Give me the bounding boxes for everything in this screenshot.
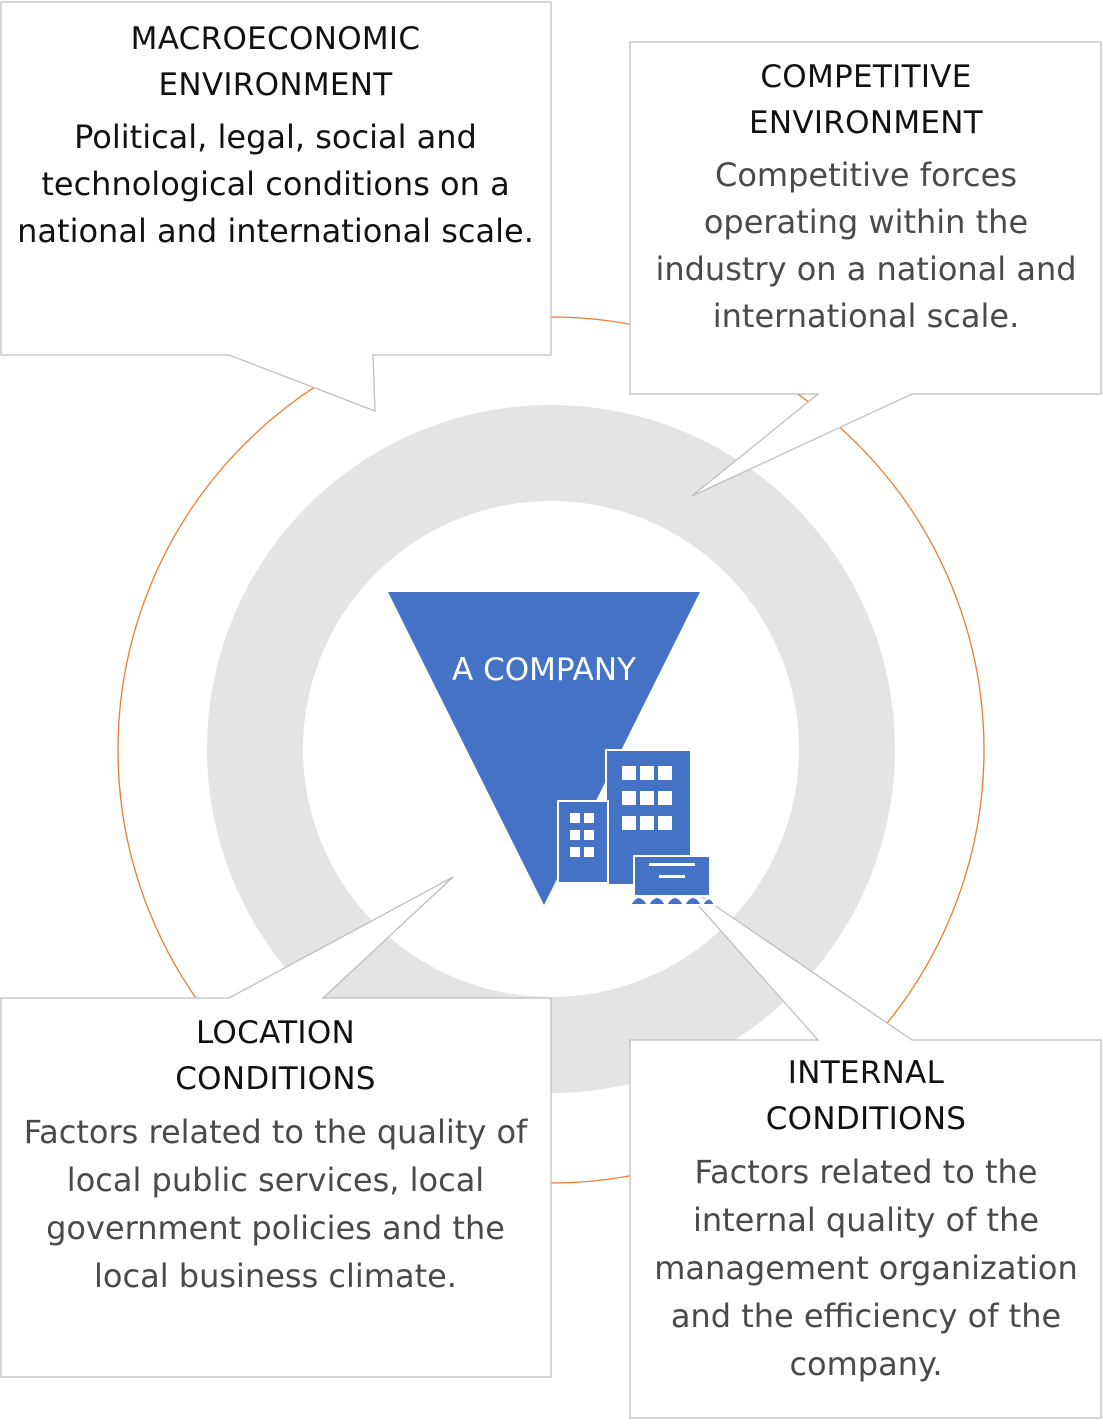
competitive-description: Competitive forces operating within the … [630,152,1102,340]
competitive-title: COMPETITIVE ENVIRONMENT [630,54,1102,146]
body-line: operating within the [703,203,1029,241]
company-label: A COMPANY [452,652,636,688]
body-line: Factors related to the [694,1153,1038,1191]
body-line: and the efficiency of the [670,1297,1062,1335]
title-line: INTERNAL [787,1055,945,1091]
body-line: government policies and the [46,1209,505,1247]
title-line: CONDITIONS [175,1061,376,1097]
title-line: MACROECONOMIC [130,21,421,57]
title-line: ENVIRONMENT [158,67,393,103]
body-line: technological conditions on a [41,165,510,203]
body-line: internal quality of the [692,1201,1040,1239]
office-buildings-icon [557,749,717,908]
body-line: national and international scale. [17,212,534,250]
competitive-environment-box: COMPETITIVE ENVIRONMENT Competitive forc… [630,54,1102,340]
body-line: local public services, local [66,1161,485,1199]
location-callout-shape [0,876,552,1378]
title-line: ENVIRONMENT [748,105,983,141]
body-line: Political, legal, social and [74,118,477,156]
body-line: company. [789,1345,943,1383]
macro-callout-shape [0,1,552,412]
body-line: Factors related to the quality of [23,1113,528,1151]
internal-conditions-box: INTERNAL CONDITIONS Factors related to t… [630,1050,1102,1388]
internal-description: Factors related to the internal quality … [630,1148,1102,1388]
internal-title: INTERNAL CONDITIONS [630,1050,1102,1142]
title-line: LOCATION [195,1015,356,1051]
location-description: Factors related to the quality of local … [0,1108,551,1300]
title-line: CONDITIONS [765,1101,967,1137]
internal-callout-shape [629,876,1102,1419]
body-line: local business climate. [94,1257,457,1295]
body-line: industry on a national and [655,250,1077,288]
title-line: COMPETITIVE [760,59,972,95]
competitive-callout-shape [629,41,1102,497]
macroeconomic-environment-box: MACROECONOMIC ENVIRONMENT Political, leg… [0,16,551,255]
body-line: international scale. [712,297,1020,335]
macroeconomic-description: Political, legal, social and technologic… [0,114,551,255]
location-title: LOCATION CONDITIONS [0,1010,551,1102]
body-line: management organization [654,1249,1078,1287]
macroeconomic-title: MACROECONOMIC ENVIRONMENT [0,16,551,108]
location-conditions-box: LOCATION CONDITIONS Factors related to t… [0,1010,551,1300]
company-triangle [388,592,700,905]
body-line: Competitive forces [714,156,1017,194]
